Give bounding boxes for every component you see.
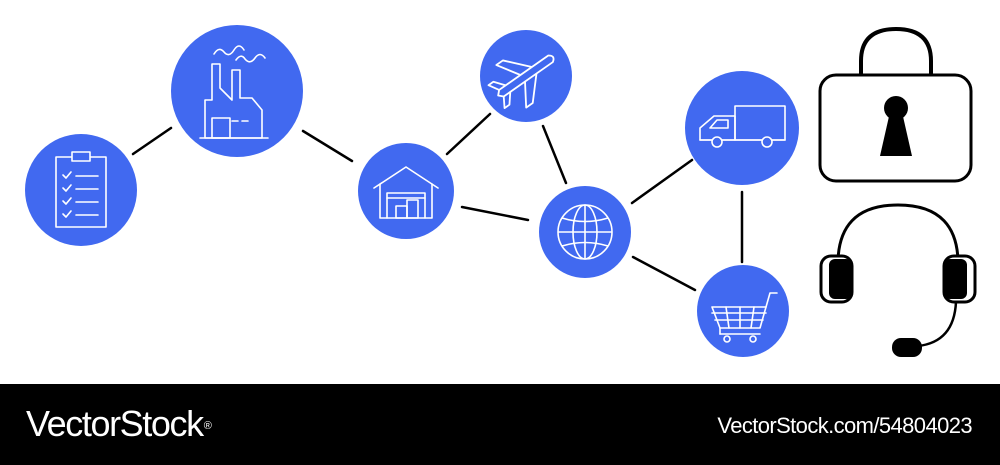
node-checklist — [25, 134, 137, 246]
airplane-icon — [487, 54, 555, 110]
registered-mark: ® — [203, 420, 212, 432]
connection-globe-truck — [630, 158, 694, 205]
node-circle — [697, 265, 789, 357]
connections — [131, 112, 744, 292]
node-globe — [539, 186, 631, 278]
logistics-network-diagram — [25, 25, 977, 357]
connection-warehouse-airplane — [445, 112, 492, 156]
node-airplane — [480, 30, 572, 122]
warehouse-icon — [373, 166, 439, 219]
brand-name: VectorStock — [26, 403, 204, 444]
vectorstock-logo: VectorStock® — [26, 403, 212, 444]
watermark-footer: VectorStock® VectorStock.com/54804023 — [0, 384, 1000, 465]
node-circle — [171, 25, 303, 157]
node-warehouse — [358, 143, 454, 239]
headset-icon — [819, 203, 977, 357]
connection-globe-cart — [631, 255, 697, 292]
globe-icon — [557, 204, 613, 260]
delivery-truck-icon — [699, 105, 786, 148]
connection-checklist-factory — [131, 126, 173, 156]
image-id-label: VectorStock.com/54804023 — [717, 413, 972, 438]
padlock-icon — [818, 26, 973, 183]
node-truck — [685, 71, 799, 185]
node-factory — [171, 25, 303, 157]
shopping-cart-icon — [711, 292, 778, 343]
clipboard-checklist-icon — [55, 151, 107, 228]
node-cart — [697, 265, 789, 357]
connection-factory-warehouse — [301, 129, 354, 163]
node-circle — [685, 71, 799, 185]
connection-warehouse-globe — [460, 205, 530, 222]
connection-airplane-globe — [541, 124, 568, 185]
node-circle — [358, 143, 454, 239]
node-circle — [25, 134, 137, 246]
factory-icon — [199, 45, 269, 139]
